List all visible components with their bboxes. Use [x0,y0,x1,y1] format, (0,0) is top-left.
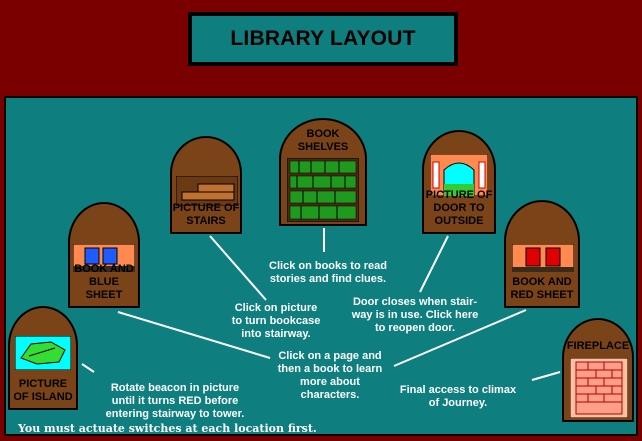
alcove-picture-of-door[interactable]: PICTURE OF DOOR TO OUTSIDE [422,130,496,234]
note-page: Click on a page and then a book to learn… [277,350,383,401]
title-box: LIBRARY LAYOUT [188,12,458,66]
door-picture-icon [430,154,488,196]
island-picture-icon [15,336,71,370]
page-title: LIBRARY LAYOUT [230,27,416,50]
alcove-picture-of-island[interactable]: PICTURE OF ISLAND [8,306,78,410]
alcove-book-and-blue-sheet[interactable]: BOOK AND BLUE SHEET [68,202,140,308]
label-picture-of-island: PICTURE OF ISLAND [13,378,73,403]
book-red-sheet-icon [512,244,574,272]
label-picture-of-door: PICTURE OF DOOR TO OUTSIDE [425,189,493,227]
label-fireplace: FIREPLACE [566,340,630,352]
alcove-book-and-red-sheet[interactable]: BOOK AND RED SHEET [504,200,580,308]
label-picture-of-stairs: PICTURE OF STAIRS [172,202,240,227]
alcove-book-shelves[interactable]: BOOK SHELVES [279,118,367,226]
stairs-picture-icon [176,176,238,206]
alcove-picture-of-stairs[interactable]: PICTURE OF STAIRS [170,136,242,234]
note-beacon: Rotate beacon in picture until it turns … [105,382,245,420]
alcove-fireplace[interactable]: FIREPLACE [562,318,634,422]
label-book-shelves: BOOK SHELVES [297,128,349,153]
fireplace-icon [570,358,628,418]
note-picture: Click on picture to turn bookcase into s… [231,302,321,340]
note-climax: Final access to climax of Journey. [399,384,517,409]
book-blue-sheet-icon [73,244,135,272]
bookshelf-icon[interactable] [287,158,359,222]
note-books: Click on books to read stories and find … [269,260,387,285]
label-book-and-blue-sheet: BOOK AND BLUE SHEET [74,263,134,301]
footer-instruction: You must actuate switches at each locati… [18,422,317,435]
label-book-and-red-sheet: BOOK AND RED SHEET [510,276,574,301]
note-door[interactable]: Door closes when stair- way is in use. C… [351,296,479,334]
